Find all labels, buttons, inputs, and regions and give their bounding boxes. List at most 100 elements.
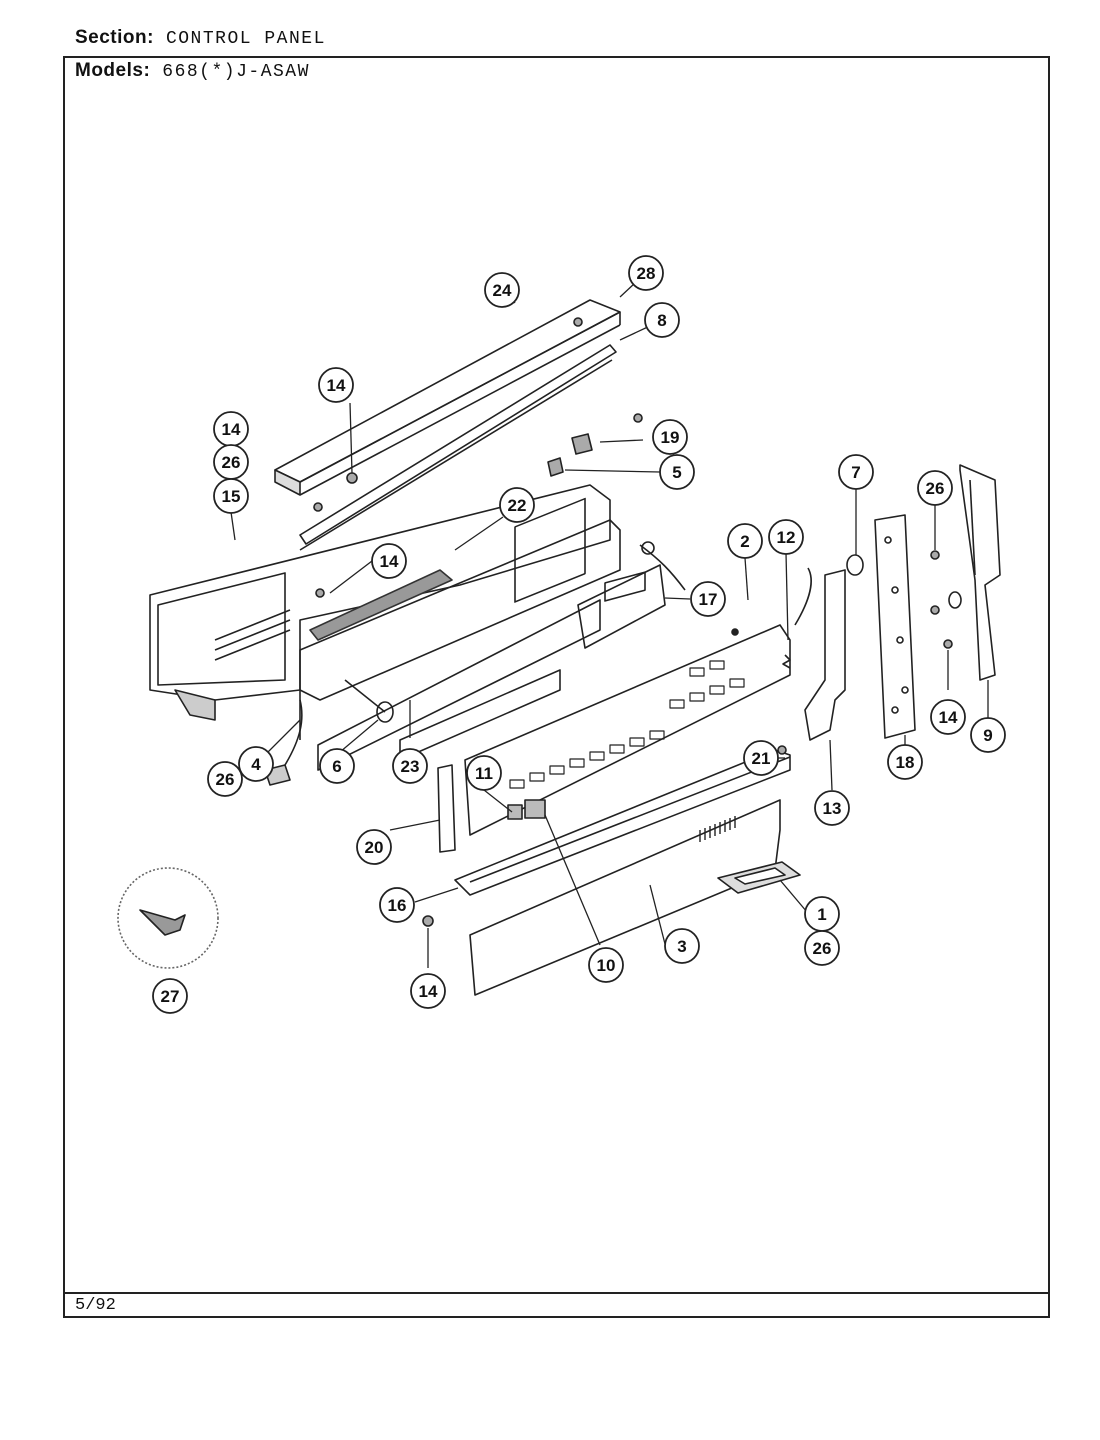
footer-date: 5/92 xyxy=(75,1296,116,1315)
callout-c5: 5 xyxy=(659,454,695,490)
section-header: Section:CONTROL PANEL xyxy=(75,27,326,49)
callout-circle xyxy=(628,255,664,291)
callout-c14d: 14 xyxy=(930,699,966,735)
callout-c7: 7 xyxy=(838,454,874,490)
part-badge-plate xyxy=(717,861,801,894)
callout-c18: 18 xyxy=(887,744,923,780)
callout-number: 11 xyxy=(475,764,493,783)
callout-c9: 9 xyxy=(970,717,1006,753)
footer-rule xyxy=(63,1292,1050,1294)
detail-inset-27 xyxy=(117,867,219,969)
callout-circle xyxy=(970,717,1006,753)
callout-c17: 17 xyxy=(690,581,726,617)
callout-circle xyxy=(207,761,243,797)
callout-circle xyxy=(319,748,355,784)
callout-circle xyxy=(356,829,392,865)
callout-number: 28 xyxy=(637,264,656,283)
callout-number: 23 xyxy=(401,757,420,776)
callout-number: 24 xyxy=(493,281,512,300)
callout-circle xyxy=(887,744,923,780)
part-display-module xyxy=(577,541,686,649)
part-side-bracket xyxy=(804,569,846,741)
callout-number: 14 xyxy=(380,552,399,571)
callout-number: 7 xyxy=(851,463,860,482)
callout-c10: 10 xyxy=(588,947,624,983)
callout-circle xyxy=(814,790,850,826)
callout-circle xyxy=(652,419,688,455)
callout-number: 22 xyxy=(508,496,527,515)
leader-lines xyxy=(230,282,989,968)
callout-c11: 11 xyxy=(466,755,502,791)
callout-c19: 19 xyxy=(652,419,688,455)
models-value: 668(*)J-ASAW xyxy=(162,62,310,82)
callout-circle xyxy=(727,523,763,559)
callout-circle xyxy=(690,581,726,617)
callout-circle xyxy=(318,367,354,403)
callout-circle xyxy=(410,973,446,1009)
callout-c6: 6 xyxy=(319,748,355,784)
callout-c12: 12 xyxy=(768,519,804,555)
part-spring xyxy=(782,567,812,669)
callout-number: 8 xyxy=(657,311,666,330)
callout-number: 16 xyxy=(388,896,407,915)
diagram-frame xyxy=(63,56,1050,1318)
part-screws xyxy=(313,317,953,927)
part-lower-channel xyxy=(454,749,791,896)
callout-number: 14 xyxy=(327,376,346,395)
models-header: Models:668(*)J-ASAW xyxy=(75,60,310,82)
callout-c26a: 26 xyxy=(213,444,249,480)
callout-layer: 24 28 8 14 19 5 14 26 15 22 14 2 12 17 7 26 11 21 14 9 26 4 6 2… xyxy=(152,255,1006,1014)
callout-number: 2 xyxy=(740,532,749,551)
callout-c28: 28 xyxy=(628,255,664,291)
callout-number: 19 xyxy=(661,428,680,447)
callout-number: 6 xyxy=(332,757,341,776)
part-rear-housing xyxy=(149,484,611,721)
callout-c1: 1 xyxy=(804,896,840,932)
callout-circle xyxy=(930,699,966,735)
callout-number: 26 xyxy=(813,939,832,958)
callout-number: 26 xyxy=(216,770,235,789)
callout-c26b: 26 xyxy=(917,470,953,506)
callout-circle xyxy=(588,947,624,983)
callout-c14e: 14 xyxy=(410,973,446,1009)
callout-circle xyxy=(499,487,535,523)
part-front-panel xyxy=(464,624,791,836)
callout-c26c: 26 xyxy=(207,761,243,797)
callout-number: 14 xyxy=(939,708,958,727)
callout-number: 26 xyxy=(222,453,241,472)
callout-circle xyxy=(484,272,520,308)
callout-c14c: 14 xyxy=(371,543,407,579)
callout-circle xyxy=(804,930,840,966)
callout-c22: 22 xyxy=(499,487,535,523)
part-knob-rod xyxy=(344,679,394,723)
callout-number: 20 xyxy=(365,838,384,857)
callout-number: 1 xyxy=(817,905,826,924)
callout-circle xyxy=(152,978,188,1014)
callout-c20: 20 xyxy=(356,829,392,865)
part-end-cap xyxy=(959,464,1001,681)
callout-circle xyxy=(466,755,502,791)
callout-circle xyxy=(213,478,249,514)
callout-number: 4 xyxy=(251,755,261,774)
callout-c14a: 14 xyxy=(318,367,354,403)
part-vent-grille xyxy=(309,569,453,641)
callout-c23: 23 xyxy=(392,748,428,784)
callout-c15: 15 xyxy=(213,478,249,514)
part-left-trim-strip xyxy=(437,764,456,853)
callout-circle xyxy=(838,454,874,490)
callout-c14b: 14 xyxy=(213,411,249,447)
callout-number: 18 xyxy=(896,753,915,772)
callout-number: 3 xyxy=(677,937,686,956)
callout-number: 14 xyxy=(419,982,438,1001)
callout-number: 14 xyxy=(222,420,241,439)
section-value: CONTROL PANEL xyxy=(165,29,326,49)
part-control-frame xyxy=(299,497,621,771)
part-side-panel xyxy=(874,514,916,739)
callout-c21: 21 xyxy=(743,740,779,776)
callout-circle xyxy=(371,543,407,579)
callout-circle xyxy=(664,928,700,964)
callout-number: 10 xyxy=(597,956,616,975)
part-grommet xyxy=(846,554,962,609)
callout-number: 21 xyxy=(752,749,771,768)
